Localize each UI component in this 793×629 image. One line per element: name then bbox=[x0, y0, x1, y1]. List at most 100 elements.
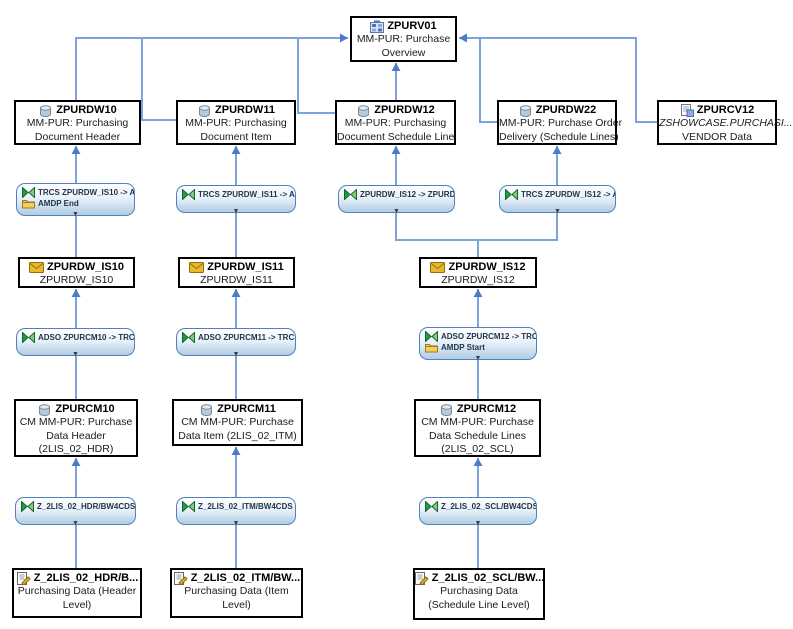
composite-provider-icon bbox=[370, 20, 385, 33]
amdp-icon bbox=[22, 198, 35, 209]
node-adso-cm12-to-trcs[interactable]: ADSO ZPURCM12 -> TRCS ZP...AMDP Start▼ bbox=[419, 327, 537, 362]
node-title: ZPURDW12 bbox=[374, 104, 435, 116]
node-trcs-is12-to-dw12[interactable]: ZPURDW_IS12 -> ZPURDW12▼ bbox=[338, 185, 455, 215]
transformation-label: TRCS ZPURDW_IS10 -> ADSO... bbox=[38, 188, 134, 197]
node-title: ZPURDW11 bbox=[215, 104, 275, 116]
node-trcs-is12-to-adso[interactable]: TRCS ZPURDW_IS12 -> ADSO... ▼ bbox=[499, 185, 616, 215]
arrowhead-icon bbox=[340, 33, 348, 43]
arrowhead-icon bbox=[231, 289, 241, 297]
expand-chevron-icon[interactable]: ▼ bbox=[393, 208, 400, 215]
node-description-line: ZPURDW_IS12 bbox=[441, 274, 515, 286]
transformation-label: TRCS ZPURDW_IS12 -> ADSO... bbox=[521, 190, 615, 199]
node-ds-2lis-02-itm[interactable]: Z_2LIS_02_ITM/BW...Purchasing Data (Item… bbox=[170, 568, 303, 618]
adso-icon bbox=[356, 104, 371, 117]
transformation-icon bbox=[182, 332, 195, 343]
transformation-label: ADSO ZPURCM11 -> TRCS ZP... bbox=[198, 333, 295, 342]
transformation-label: ADSO ZPURCM12 -> TRCS ZP... bbox=[441, 332, 536, 341]
node-trcs-is10-to-adso[interactable]: TRCS ZPURDW_IS10 -> ADSO... AMDP End ▼ bbox=[16, 183, 135, 218]
node-description-line: MM-PUR: Purchase bbox=[356, 33, 451, 45]
transformation-icon bbox=[425, 331, 438, 342]
expand-chevron-icon[interactable]: ▼ bbox=[474, 520, 482, 527]
node-adso-cm11-to-trcs[interactable]: ADSO ZPURCM11 -> TRCS ZP... ▼ bbox=[176, 328, 296, 358]
node-description-line: CM MM-PUR: Purchase bbox=[181, 416, 294, 428]
node-description-line: ZPURDW_IS11 bbox=[200, 274, 273, 286]
node-title: ZPURV01 bbox=[387, 20, 437, 32]
node-title: ZPURDW_IS10 bbox=[46, 261, 125, 273]
node-description-line: Overview bbox=[381, 46, 426, 59]
adso-icon bbox=[37, 403, 52, 416]
arrowhead-icon bbox=[473, 458, 483, 466]
amdp-icon bbox=[425, 342, 438, 353]
arrowhead-icon bbox=[391, 146, 401, 154]
node-title: Z_2LIS_02_HDR/B... bbox=[33, 572, 139, 584]
node-title: ZPURDW10 bbox=[56, 104, 117, 116]
node-description-line: Data Item (2LIS_02_ITM) bbox=[178, 429, 297, 442]
node-adso-cm10-to-trcs[interactable]: ADSO ZPURCM10 -> TRCS ZP... ▼ bbox=[16, 328, 135, 358]
arrowhead-icon bbox=[552, 146, 562, 154]
node-title: Z_2LIS_02_ITM/BW... bbox=[190, 572, 301, 584]
node-description-line: MM-PUR: Purchasing bbox=[26, 117, 129, 129]
node-description-line: ZSHOWCASE.PURCHASI... bbox=[659, 117, 793, 129]
expand-chevron-icon[interactable]: ▼ bbox=[232, 351, 240, 358]
transformation-label: AMDP End bbox=[38, 199, 79, 208]
datasource-icon bbox=[16, 572, 31, 585]
node-description-line: Document Schedule Line bbox=[337, 130, 455, 143]
node-description-line: Level) bbox=[62, 598, 92, 611]
node-description-line: Document Header bbox=[34, 130, 121, 143]
transformation-icon bbox=[344, 189, 357, 200]
node-description-line: Purchasing Data (Item bbox=[184, 585, 289, 597]
transformation-icon bbox=[22, 332, 35, 343]
expand-chevron-icon[interactable]: ▼ bbox=[72, 211, 79, 218]
node-title: ZPURDW_IS11 bbox=[207, 261, 284, 273]
node-ds-itm-to-trcs[interactable]: Z_2LIS_02_ITM/BW4CDS -> Z...▼ bbox=[176, 497, 296, 527]
node-description-line: (2LIS_02_SCL) bbox=[441, 443, 514, 455]
infosource-icon bbox=[28, 262, 44, 273]
node-trcs-is11-to-adso[interactable]: TRCS ZPURDW_IS11 -> ADSO...▼ bbox=[176, 185, 296, 215]
expand-chevron-icon[interactable]: ▼ bbox=[554, 208, 561, 215]
node-ds-2lis-02-hdr[interactable]: Z_2LIS_02_HDR/B...Purchasing Data (Heade… bbox=[12, 568, 142, 618]
connector-line bbox=[75, 37, 348, 100]
node-title: ZPURCM11 bbox=[217, 403, 276, 415]
arrowhead-icon bbox=[459, 33, 467, 43]
node-ds-scl-to-trcs[interactable]: Z_2LIS_02_SCL/BW4CDS -> Z... ▼ bbox=[419, 497, 537, 527]
node-description-line: Delivery (Schedule Lines) bbox=[499, 130, 619, 143]
expand-chevron-icon[interactable]: ▼ bbox=[232, 520, 240, 527]
connector-line bbox=[297, 38, 335, 114]
expand-chevron-icon[interactable]: ▼ bbox=[232, 208, 240, 215]
connector-line bbox=[395, 213, 479, 257]
node-description-line: Data Schedule Lines bbox=[429, 429, 526, 442]
adso-icon bbox=[518, 104, 533, 117]
node-description-line: Document Item bbox=[200, 130, 272, 143]
node-description-line: MM-PUR: Purchase Order bbox=[499, 117, 623, 129]
infosource-icon bbox=[189, 262, 205, 273]
expand-chevron-icon[interactable]: ▼ bbox=[474, 355, 482, 362]
arrowhead-icon bbox=[71, 146, 81, 154]
adso-icon bbox=[197, 104, 212, 117]
node-title: Z_2LIS_02_SCL/BW... bbox=[431, 572, 545, 584]
transformation-label: Z_2LIS_02_SCL/BW4CDS -> Z... bbox=[441, 502, 536, 511]
node-description-line: ZPURDW_IS10 bbox=[39, 274, 114, 286]
expand-chevron-icon[interactable]: ▼ bbox=[72, 351, 79, 358]
transformation-label: ADSO ZPURCM10 -> TRCS ZP... bbox=[38, 333, 134, 342]
node-description-line: Data Header bbox=[46, 429, 106, 442]
node-ds-2lis-02-scl[interactable]: Z_2LIS_02_SCL/BW...Purchasing Data(Sched… bbox=[413, 568, 545, 620]
arrowhead-icon bbox=[473, 289, 483, 297]
expand-chevron-icon[interactable]: ▼ bbox=[72, 520, 79, 527]
adso-icon bbox=[38, 104, 53, 117]
arrowhead-icon bbox=[231, 447, 241, 455]
node-ds-hdr-to-trcs[interactable]: Z_2LIS_02_HDR/BW4CDS -> Z...▼ bbox=[15, 497, 136, 527]
